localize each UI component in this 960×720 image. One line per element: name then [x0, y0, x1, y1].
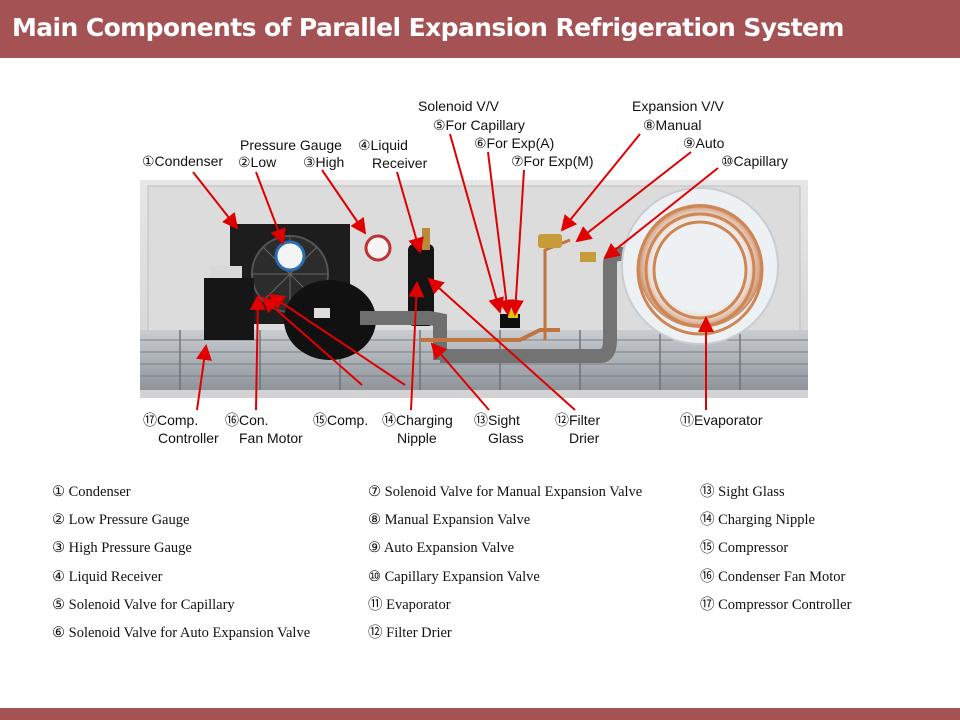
label-filter-drier-1: ⑫Filter	[555, 412, 601, 428]
legend-item: ⑯ Condenser Fan Motor	[700, 569, 846, 585]
label-comp: ⑮Comp.	[313, 412, 369, 428]
legend-item: ⑧ Manual Expansion Valve	[368, 512, 531, 528]
label-auto: ⑨Auto	[683, 135, 725, 151]
legend-item: ⑮ Compressor	[700, 540, 789, 556]
label-low-gauge: ②Low	[238, 154, 277, 170]
legend-item: ② Low Pressure Gauge	[52, 512, 190, 528]
legend-item: ⑩ Capillary Expansion Valve	[368, 569, 540, 585]
label-high-gauge: ③High	[303, 154, 345, 170]
label-sight-glass-2: Glass	[488, 430, 524, 446]
label-comp-controller-1: ⑰Comp.	[143, 412, 199, 428]
legend-item: ⑥ Solenoid Valve for Auto Expansion Valv…	[52, 625, 311, 641]
label-condenser: ①Condenser	[142, 153, 224, 169]
legend-item: ⑤ Solenoid Valve for Capillary	[52, 597, 235, 613]
label-charging-nipple-1: ⑭Charging	[382, 412, 453, 428]
label-capillary: ⑩Capillary	[721, 153, 789, 169]
legend-item: ⑦ Solenoid Valve for Manual Expansion Va…	[368, 484, 643, 500]
label-filter-drier-2: Drier	[569, 430, 600, 446]
page-title: Main Components of Parallel Expansion Re…	[12, 13, 844, 42]
title-bar: Main Components of Parallel Expansion Re…	[0, 0, 960, 58]
legend-item: ⑰ Compressor Controller	[700, 597, 852, 613]
label-for-exp-a: ⑥For Exp(A)	[474, 135, 555, 151]
label-liquid-receiver-1: ④Liquid	[358, 137, 408, 153]
label-liquid-receiver-2: Receiver	[372, 155, 428, 171]
label-expansion-vv: Expansion V/V	[632, 98, 724, 114]
label-evaporator: ⑪Evaporator	[680, 412, 763, 428]
legend-item: ① Condenser	[52, 484, 131, 500]
legend-item: ④ Liquid Receiver	[52, 569, 163, 585]
legend-item: ⑭ Charging Nipple	[700, 512, 815, 528]
equipment-photo	[140, 180, 808, 398]
legend-item: ⑪ Evaporator	[368, 597, 451, 613]
legend-item: ⑨ Auto Expansion Valve	[368, 540, 515, 556]
label-con-fan-motor-1: ⑯Con.	[225, 412, 269, 428]
footer-bar	[0, 708, 960, 720]
label-sight-glass-1: ⑬Sight	[474, 412, 520, 428]
label-for-exp-m: ⑦For Exp(M)	[511, 153, 594, 169]
label-pressure-gauge: Pressure Gauge	[240, 137, 342, 153]
legend-item: ③ High Pressure Gauge	[52, 540, 192, 556]
label-solenoid-vv: Solenoid V/V	[418, 98, 499, 114]
label-con-fan-motor-2: Fan Motor	[239, 430, 303, 446]
label-for-capillary: ⑤For Capillary	[433, 117, 525, 133]
legend-item: ⑬ Sight Glass	[700, 484, 785, 500]
legend-item: ⑫ Filter Drier	[368, 625, 452, 641]
label-comp-controller-2: Controller	[158, 430, 219, 446]
label-charging-nipple-2: Nipple	[397, 430, 437, 446]
label-manual: ⑧Manual	[643, 117, 702, 133]
